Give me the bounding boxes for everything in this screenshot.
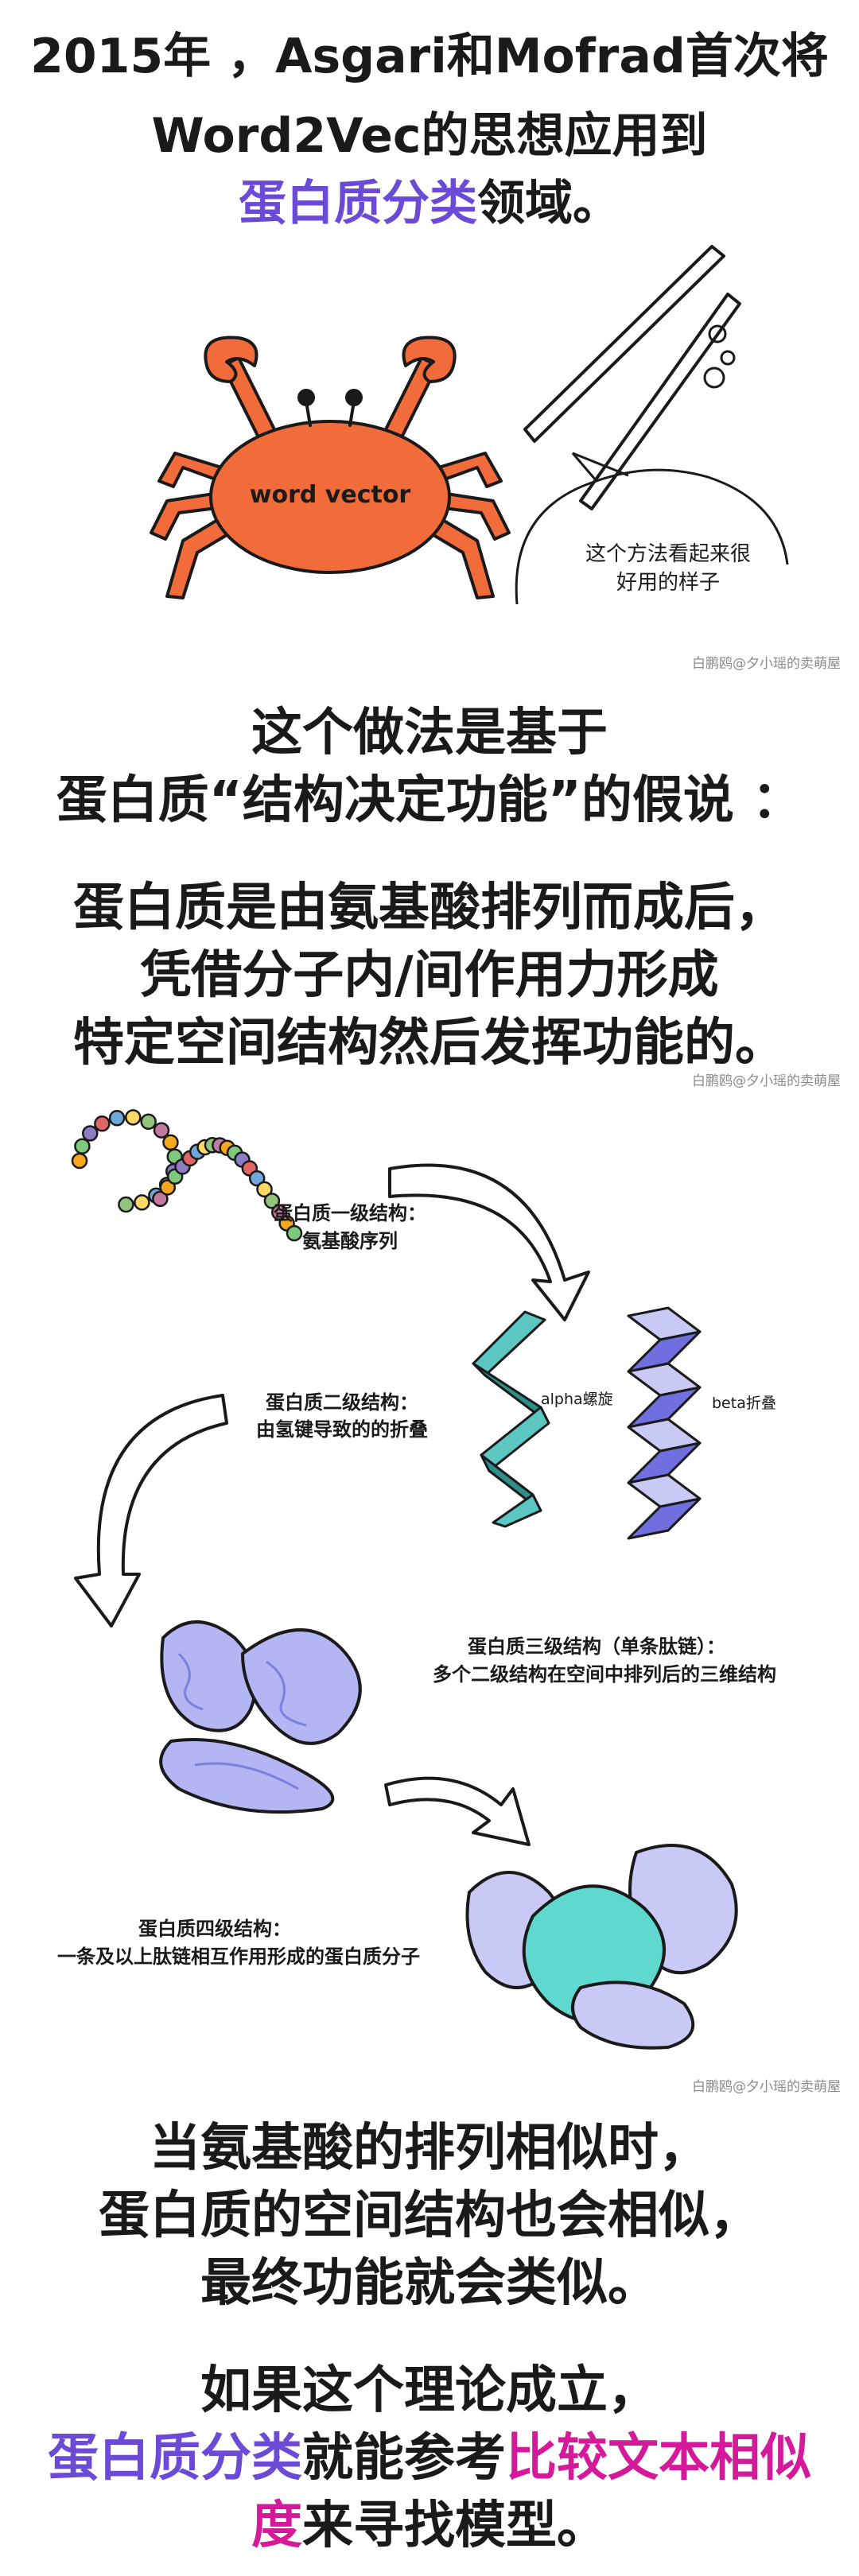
secondary-structure-desc: 由氢键导致的的折叠 xyxy=(256,1418,428,1441)
tertiary-structure-title: 蛋白质三级结构（单条肽链）： xyxy=(468,1635,725,1658)
hypothesis-line-2: 蛋白质“结构决定功能”的假说 ： xyxy=(56,771,803,830)
amino-acid-bead xyxy=(71,1152,88,1170)
watermark-2: 白鹏鸥@夕小瑶的卖萌屋 xyxy=(692,1073,841,1089)
amino-acid-bead xyxy=(263,1193,281,1209)
final-line-2: 蛋白质分类就能参考比较文本相似 xyxy=(0,2425,859,2492)
definition-line-3: 特定空间结构然后发挥功能的。 xyxy=(73,1014,786,1073)
final-line-2-middle: 就能参考 xyxy=(302,2429,506,2488)
intro-line-2: Word2Vec的思想应用到 xyxy=(151,108,708,164)
definition-line-1: 蛋白质是由氨基酸排列而成后， xyxy=(73,879,786,937)
beta-sheet-illustration xyxy=(627,1306,702,1540)
conclusion-line-3: 最终功能就会类似。 xyxy=(200,2254,659,2313)
amino-acid-bead xyxy=(286,1224,303,1242)
intro-line-3: 蛋白质分类领域。 xyxy=(0,171,859,236)
chopsticks-illustration xyxy=(523,245,741,510)
final-highlight-degree: 度 xyxy=(251,2496,302,2555)
amino-acid-chain-illustration xyxy=(71,1109,303,1242)
primary-structure-title: 蛋白质一级结构： xyxy=(274,1202,426,1224)
secondary-structure-title: 蛋白质二级结构： xyxy=(266,1391,418,1414)
amino-acid-bead xyxy=(118,1196,134,1213)
final-highlight-protein-classification: 蛋白质分类 xyxy=(48,2429,302,2488)
amino-acid-bead xyxy=(125,1109,142,1126)
alpha-helix-label: alpha螺旋 xyxy=(541,1391,613,1408)
intro-line-3-rest: 领域。 xyxy=(477,176,620,231)
intro-highlight-protein-classification: 蛋白质分类 xyxy=(239,176,477,231)
amino-acid-bead xyxy=(74,1138,91,1154)
amino-acid-bead xyxy=(159,1179,177,1196)
bubble-text-2: 好用的样子 xyxy=(616,571,720,595)
final-line-3: 度来寻找模型。 xyxy=(0,2493,859,2559)
alpha-helix-illustration xyxy=(472,1310,550,1528)
final-line-1: 如果这个理论成立， xyxy=(200,2361,659,2420)
final-highlight-text-similarity: 比较文本相似 xyxy=(506,2429,811,2488)
crab-label: word vector xyxy=(249,481,411,509)
hypothesis-line-1: 这个做法是基于 xyxy=(251,704,608,762)
final-line-3-rest: 来寻找模型。 xyxy=(302,2496,608,2555)
conclusion-line-2: 蛋白质的空间结构也会相似， xyxy=(99,2186,760,2245)
amino-acid-bead xyxy=(162,1134,179,1151)
amino-acid-bead xyxy=(140,1113,157,1130)
definition-line-2: 凭借分子内/间作用力形成 xyxy=(140,946,719,1005)
tertiary-structure-illustration xyxy=(159,1620,362,1814)
bubble-text-1: 这个方法看起来很 xyxy=(585,542,751,566)
amino-acid-bead xyxy=(271,1204,288,1221)
arrow-tertiary-to-quaternary-icon xyxy=(384,1776,531,1846)
amino-acid-bead xyxy=(152,1190,169,1208)
amino-acid-bead xyxy=(81,1125,99,1142)
speech-bubble xyxy=(515,452,789,605)
amino-acid-bead xyxy=(108,1110,126,1127)
intro-line-1: 2015年 ，Asgari和Mofrad首次将 xyxy=(30,29,829,84)
amino-acid-bead xyxy=(153,1122,170,1139)
amino-acid-bead xyxy=(134,1194,150,1211)
quaternary-structure-desc: 一条及以上肽链相互作用形成的蛋白质分子 xyxy=(57,1946,420,1968)
watermark-3: 白鹏鸥@夕小瑶的卖萌屋 xyxy=(692,2079,841,2095)
conclusion-line-1: 当氨基酸的排列相似时， xyxy=(150,2119,709,2178)
quaternary-structure-illustration xyxy=(465,1844,738,2050)
arrow-secondary-to-tertiary-icon xyxy=(74,1394,228,1627)
quaternary-structure-title: 蛋白质四级结构： xyxy=(138,1918,291,1940)
crab-illustration xyxy=(150,336,511,599)
primary-structure-desc: 氨基酸序列 xyxy=(302,1230,398,1252)
watermark-1: 白鹏鸥@夕小瑶的卖萌屋 xyxy=(692,656,841,672)
beta-sheet-label: beta折叠 xyxy=(712,1395,776,1412)
amino-acid-bead xyxy=(248,1170,266,1187)
tertiary-structure-desc: 多个二级结构在空间中排列后的三维结构 xyxy=(433,1663,776,1686)
amino-acid-bead xyxy=(94,1115,111,1132)
arrow-primary-to-secondary-icon xyxy=(388,1163,590,1321)
amino-acid-bead xyxy=(256,1181,273,1198)
